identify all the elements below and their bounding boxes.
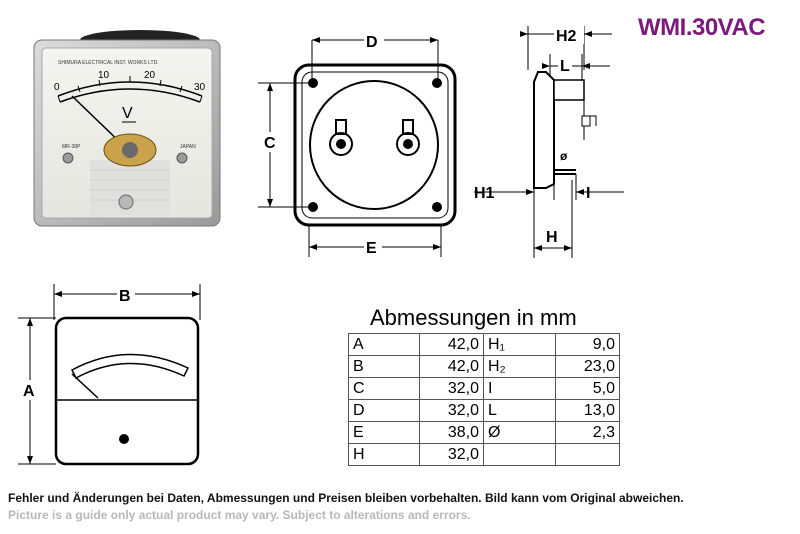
dimension-value: 5,0 bbox=[554, 377, 621, 400]
dimension-label: H₁ bbox=[482, 333, 556, 356]
screw-icon bbox=[176, 152, 188, 164]
dimension-value: 42,0 bbox=[418, 355, 484, 378]
dimension-label: E bbox=[348, 421, 420, 444]
zero-adjust-screw bbox=[118, 194, 134, 210]
dimension-label: I bbox=[482, 377, 556, 400]
zero-adjust-screw bbox=[119, 434, 129, 444]
brand-text: SHIMURA ELECTRICAL INST. WORKS LTD. bbox=[58, 60, 159, 66]
label-B: B bbox=[119, 288, 131, 305]
dimension-value: 42,0 bbox=[418, 333, 484, 356]
label-I: I bbox=[586, 185, 590, 202]
dimension-value: 13,0 bbox=[554, 399, 621, 422]
label-H1: H1 bbox=[474, 185, 495, 202]
dimension-value: 23,0 bbox=[554, 355, 621, 378]
dimension-label: H₂ bbox=[482, 355, 556, 378]
terminal-left bbox=[329, 119, 353, 156]
front-view-drawing: B A bbox=[18, 284, 201, 466]
scale-label-10: 10 bbox=[98, 70, 110, 81]
dimension-label: C bbox=[348, 377, 420, 400]
product-title: WMI.30VAC bbox=[638, 14, 766, 41]
dimension-label: A bbox=[348, 333, 420, 356]
screw-icon bbox=[62, 152, 74, 164]
disclaimer-english: Picture is a guide only actual product m… bbox=[8, 508, 471, 522]
dimension-label: L bbox=[482, 399, 556, 422]
dimension-label: H bbox=[348, 443, 420, 466]
scale-label-0: 0 bbox=[54, 82, 60, 93]
terminal-right bbox=[396, 119, 420, 156]
dimension-value: 2,3 bbox=[554, 421, 621, 444]
label-H2: H2 bbox=[556, 28, 577, 45]
label-A: A bbox=[23, 383, 35, 400]
dimension-label: B bbox=[348, 355, 420, 378]
dimension-value: 9,0 bbox=[554, 333, 621, 356]
label-H: H bbox=[546, 229, 558, 246]
scale-label-20: 20 bbox=[144, 70, 156, 81]
dimension-label: D bbox=[348, 399, 420, 422]
label-E: E bbox=[366, 240, 377, 257]
disclaimer-german: Fehler und Änderungen bei Daten, Abmessu… bbox=[8, 491, 684, 505]
label-L: L bbox=[560, 58, 570, 75]
dimension-value: 32,0 bbox=[418, 377, 484, 400]
dimension-value bbox=[554, 443, 621, 466]
label-phi: ø bbox=[560, 149, 568, 163]
unit-symbol: V bbox=[122, 105, 133, 122]
dimension-value: 38,0 bbox=[418, 421, 484, 444]
origin-text: JAPAN bbox=[180, 144, 196, 150]
label-D: D bbox=[366, 34, 378, 51]
side-view-drawing: H2 L ø H H1 I bbox=[474, 25, 624, 258]
dimension-value: 32,0 bbox=[418, 443, 484, 466]
meter-photo: 0 10 20 30 SHIMURA ELECTRICAL INST. WORK… bbox=[33, 30, 221, 227]
rear-view-drawing: D C E bbox=[258, 30, 457, 257]
dimension-label: Ø bbox=[482, 421, 556, 444]
scale-label-30: 30 bbox=[194, 82, 206, 93]
dimension-label bbox=[482, 443, 556, 466]
model-text: MR-38P bbox=[62, 144, 81, 150]
dimension-value: 32,0 bbox=[418, 399, 484, 422]
label-C: C bbox=[264, 135, 276, 152]
table-heading: Abmessungen in mm bbox=[370, 305, 577, 330]
